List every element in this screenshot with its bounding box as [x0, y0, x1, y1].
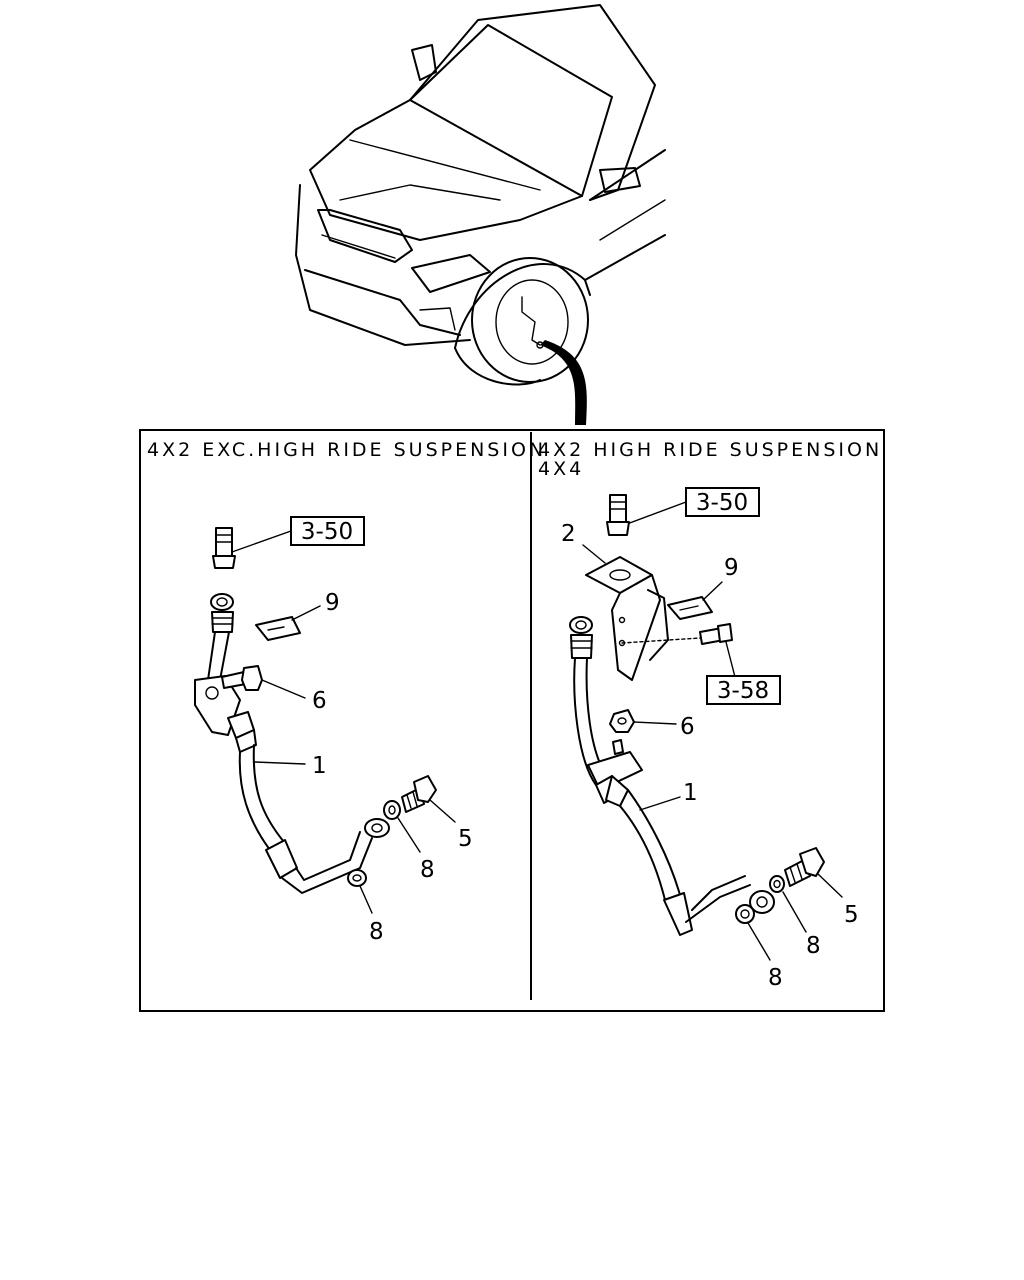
callout-1: 1 [312, 753, 327, 779]
vehicle-illustration [295, 4, 666, 425]
ref-box-3-50-right [685, 487, 760, 517]
right-panel-heading-sub: 4X4 [538, 458, 584, 480]
callout-6: 6 [312, 688, 327, 714]
ref-box-3-50 [290, 516, 365, 546]
ref-box-3-50-label: 3-50 [301, 519, 353, 545]
callout-5: 5 [458, 826, 473, 852]
ref-box-3-58 [706, 675, 781, 705]
right-panel: 4X2 HIGH RIDE SUSPENSION 4X4 3-50 2 [538, 439, 882, 991]
left-panel-heading: 4X2 EXC.HIGH RIDE SUSPENSION [147, 439, 546, 461]
callout-1-right: 1 [683, 780, 698, 806]
callout-6-right: 6 [680, 714, 695, 740]
left-panel: 4X2 EXC.HIGH RIDE SUSPENSION 3-50 [147, 439, 546, 945]
bolt-part-right [606, 494, 630, 536]
callout-8a-right: 8 [806, 933, 821, 959]
right-panel-heading: 4X2 HIGH RIDE SUSPENSION [538, 439, 882, 461]
callout-2: 2 [561, 521, 576, 547]
ref-box-3-58-label: 3-58 [717, 678, 769, 704]
callout-8b: 8 [369, 919, 384, 945]
clip-part [255, 616, 301, 641]
callout-8a: 8 [420, 857, 435, 883]
callout-5-right: 5 [844, 902, 859, 928]
brake-hose-part [194, 593, 390, 894]
banjo-bolt-part-right [784, 847, 825, 887]
ref-box-3-50-right-label: 3-50 [696, 490, 748, 516]
diagram-frame [139, 429, 885, 1012]
banjo-bolt-part [401, 775, 437, 813]
callout-9: 9 [325, 590, 340, 616]
clip-part-right [667, 596, 713, 620]
callout-8b-right: 8 [768, 965, 783, 991]
callout-9-right: 9 [724, 555, 739, 581]
bolt-part [212, 527, 236, 569]
bracket-part [585, 556, 669, 681]
brake-hose-part-right [569, 616, 775, 936]
